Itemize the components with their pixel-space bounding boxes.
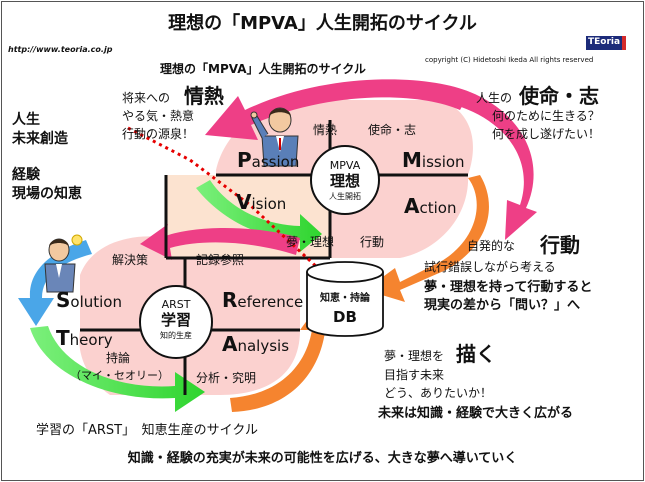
businessman-figure-icon (250, 107, 299, 167)
mpva-center-circle (310, 145, 380, 215)
db-cylinder-icon (306, 261, 384, 337)
teoria-logo-icon (586, 36, 626, 50)
arst-center-sub: 知的生産 (160, 331, 192, 340)
mpva-label-vision: 夢・理想 (286, 235, 335, 249)
arst-bottom-fill (79, 330, 300, 395)
vision-rest: ision (251, 195, 287, 213)
mission-note-line2: 何のために生きる？ (492, 109, 600, 123)
arst-cycle-caption: 学習の「ARST」 知恵生産のサイクル (36, 423, 258, 438)
site-url: http://www.teoria.co.jp (8, 45, 113, 54)
arst-label-analysis: 分析・究明 (196, 371, 257, 385)
arst-label-theory-1: 持論 (106, 351, 131, 365)
passion-rest: assion (251, 153, 300, 171)
red-arrow-arst (140, 224, 300, 260)
mpva-center-main: 理想 (329, 172, 360, 190)
note-jinsei-1: 人生 (12, 112, 40, 128)
db-top-label: 知恵・持論 (320, 293, 370, 304)
green-arrow-mpva (196, 180, 322, 252)
page-title: 理想の「MPVA」人生開拓のサイクル (168, 13, 477, 34)
theory-initial: T (56, 326, 70, 350)
mpva-center-top: MPVA (329, 159, 361, 172)
arst-center-circle (139, 285, 213, 359)
mpva-label-mission: 使命・志 (368, 123, 417, 137)
copyright: copyright (C) Hidetoshi Ikeda All rights… (425, 56, 594, 64)
action-note-line4: 現実の差から「問い？」へ (424, 298, 581, 313)
analysis-rest: nalysis (237, 337, 290, 355)
mission-note-keyword: 使命・志 (519, 84, 599, 108)
diagram-subtitle: 理想の「MPVA」人生開拓のサイクル (160, 62, 366, 76)
mpva-label-passion: 情熱 (313, 123, 338, 137)
note-keiken-2: 現場の知恵 (12, 186, 82, 202)
arst-center-main: 学習 (160, 311, 191, 329)
thinking-man-figure-icon (44, 234, 83, 293)
footer-message: 知識・経験の充実が未来の可能性を広げる、大きな夢へ導いていく (127, 451, 518, 466)
mpva-center-sub: 人生開拓 (329, 192, 361, 201)
action-initial: A (404, 194, 420, 218)
red-arrow-top (205, 79, 470, 140)
word-analysis: Analysis (222, 334, 289, 354)
mission-initial: M (402, 148, 422, 172)
note-keiken-1: 経験 (12, 167, 40, 183)
passion-note-line3: 行動の源泉！ (122, 127, 195, 141)
blue-arrow-left (18, 240, 92, 326)
word-passion: Passion (237, 150, 299, 170)
logo-text: TEoria (588, 37, 621, 47)
arst-label-solution: 解決策 (112, 253, 149, 267)
solution-initial: S (56, 288, 71, 312)
action-note-keyword: 行動 (540, 233, 580, 257)
action-rest: ction (419, 199, 457, 217)
word-reference: Reference (222, 290, 303, 310)
word-vision: Vision (236, 192, 286, 212)
dotted-link-line (127, 126, 322, 272)
passion-note-line2: やる気・熱意 (122, 109, 195, 123)
passion-initial: P (237, 148, 252, 172)
action-note-line1: 自発的な (467, 239, 516, 253)
vision-note-line4: 未来は知識・経験で大きく広がる (378, 406, 574, 421)
db-main-label: DB (333, 308, 357, 326)
vision-note-line3: どう、ありたいか！ (384, 386, 493, 400)
vision-note-line2: 目指す未来 (384, 368, 445, 382)
mission-note-line1: 人生の (476, 91, 513, 105)
arst-label-theory-2: （マイ・セオリー） (70, 369, 169, 382)
vision-note-line1: 夢・理想を (384, 349, 445, 363)
note-jinsei-2: 未来創造 (12, 131, 68, 147)
passion-note-line1: 将来への (122, 91, 171, 105)
reference-rest: eference (237, 293, 304, 311)
vision-initial: V (236, 190, 252, 214)
mpva-label-action: 行動 (360, 235, 385, 249)
theory-rest: heory (69, 331, 113, 349)
analysis-initial: A (222, 332, 238, 356)
arst-left-fill (80, 236, 300, 330)
action-note-line3: 夢・理想を持って行動すると (424, 280, 593, 295)
red-arrow-right (455, 92, 537, 240)
mission-note-line3: 何を成し遂げたい！ (492, 127, 601, 141)
word-action: Action (404, 196, 456, 216)
arst-label-reference: 記録参照 (196, 253, 245, 267)
action-note-line2: 試行錯誤しながら考える (424, 260, 556, 274)
green-arrow-bottom (30, 326, 205, 412)
passion-note-keyword: 情熱 (184, 84, 224, 108)
mission-rest: ission (421, 153, 465, 171)
word-mission: Mission (402, 150, 465, 170)
word-theory: Theory (56, 328, 113, 348)
vision-note-keyword: 描く (456, 342, 496, 366)
arst-center-top: ARST (161, 298, 191, 311)
reference-initial: R (222, 288, 238, 312)
solution-rest: olution (70, 293, 122, 311)
word-solution: Solution (56, 290, 122, 310)
